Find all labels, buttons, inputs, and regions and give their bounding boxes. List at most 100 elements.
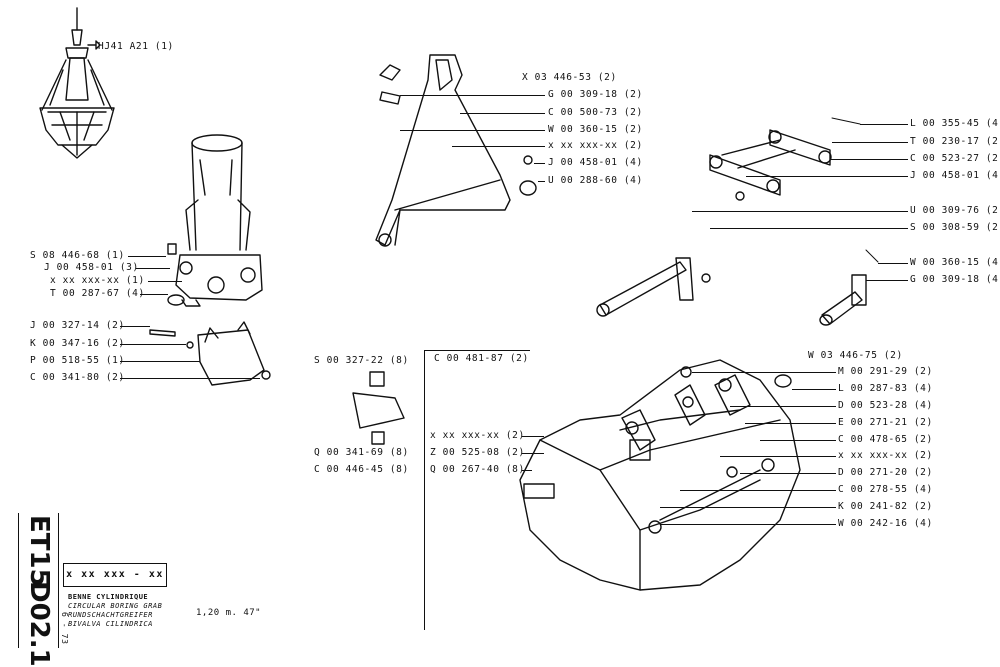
- leader-line: [792, 389, 836, 390]
- leader-line: [128, 256, 166, 257]
- label-d1: L 00 355-45 (4): [910, 118, 1000, 129]
- label-e1: S 00 327-22 (8): [314, 355, 409, 366]
- label-f5: E 00 271-21 (2): [838, 417, 933, 428]
- leader-line: [120, 326, 150, 327]
- label-f9: C 00 278-55 (4): [838, 484, 933, 495]
- triangular-arm-part: [375, 54, 537, 247]
- label-c5: x xx xxx-xx (2): [548, 140, 643, 151]
- bracket-part: [149, 321, 271, 386]
- grab-assembly-thumbnail: [39, 7, 115, 159]
- leader-line: [660, 507, 836, 508]
- label-f6: C 00 478-65 (2): [838, 434, 933, 445]
- label-f7: x xx xxx-xx (2): [838, 450, 933, 461]
- leader-line: [120, 344, 186, 345]
- label-d5: U 00 309-76 (2): [910, 205, 1000, 216]
- label-d2: T 00 230-17 (2): [910, 136, 1000, 147]
- label-e2: Q 00 341-69 (8): [314, 447, 409, 458]
- leader-line: [460, 113, 545, 114]
- label-c6: J 00 458-01 (4): [548, 157, 643, 168]
- label-d7: W 00 360-15 (4): [910, 257, 1000, 268]
- frame-horizontal-line: [424, 350, 530, 351]
- leader-line: [522, 453, 544, 454]
- leader-line: [120, 361, 200, 362]
- label-g1: x xx xxx-xx (2): [430, 430, 525, 441]
- label-a2: J 00 458-01 (3): [44, 262, 139, 273]
- label-g3: Q 00 267-40 (8): [430, 464, 525, 475]
- label-a4: T 00 287-67 (4): [50, 288, 145, 299]
- leader-line: [692, 211, 908, 212]
- tooth-part: [352, 371, 405, 445]
- label-f3: L 00 287-83 (4): [838, 383, 933, 394]
- label-c2: G 00 309-18 (2): [548, 89, 643, 100]
- leader-line: [692, 372, 836, 373]
- title-frame-line-2: [58, 513, 59, 648]
- label-d3: C 00 523-27 (2): [910, 153, 1000, 164]
- leader-line: [720, 456, 836, 457]
- leader-line: [660, 524, 836, 525]
- label-f2: M 00 291-29 (2): [838, 366, 933, 377]
- label-b2: K 00 347-16 (2): [30, 338, 125, 349]
- long-shaft-part: [596, 257, 711, 317]
- label-f10: K 00 241-82 (2): [838, 501, 933, 512]
- label-d4: J 00 458-01 (4): [910, 170, 1000, 181]
- leader-line: [830, 159, 908, 160]
- leader-line: [522, 470, 532, 471]
- leader-line: [400, 130, 545, 131]
- reference-box: x xx xxx - xx: [63, 563, 167, 587]
- label-c1: X 03 446-53 (2): [522, 72, 617, 83]
- label-b3: P 00 518-55 (1): [30, 355, 125, 366]
- leader-line: [860, 124, 908, 125]
- label-f1: W 03 446-75 (2): [808, 350, 903, 361]
- label-b1: J 00 327-14 (2): [30, 320, 125, 331]
- label-f8: D 00 271-20 (2): [838, 467, 933, 478]
- sheet-code-top: ET15: [24, 515, 54, 587]
- leader-line: [746, 176, 908, 177]
- shell-part: [519, 359, 801, 591]
- desc-de: RUNDSCHACHTGREIFER: [68, 611, 153, 619]
- desc-en: CIRCULAR BORING GRAB: [68, 602, 163, 610]
- label-d6: S 00 308-59 (2): [910, 222, 1000, 233]
- title-frame-line: [18, 513, 19, 648]
- label-c3: C 00 500-73 (2): [548, 107, 643, 118]
- small-pin-part: [819, 249, 879, 326]
- label-f0: C 00 481-87 (2): [434, 353, 529, 364]
- leader-line: [745, 423, 836, 424]
- label-hj41: HJ41 A21 (1): [98, 41, 174, 52]
- label-f11: W 00 242-16 (4): [838, 518, 933, 529]
- desc-fr: BENNE CYLINDRIQUE: [68, 593, 149, 601]
- leader-line: [534, 163, 545, 164]
- label-f4: D 00 523-28 (4): [838, 400, 933, 411]
- leader-line: [832, 142, 908, 143]
- leader-line: [148, 281, 182, 282]
- leader-line: [120, 378, 260, 379]
- label-d8: G 00 309-18 (4): [910, 274, 1000, 285]
- sheet-code-bottom: D02.1: [24, 581, 54, 667]
- leader-line: [710, 228, 908, 229]
- leader-line: [400, 95, 545, 96]
- leader-line: [522, 436, 544, 437]
- leader-line: [452, 146, 545, 147]
- leader-line: [878, 263, 908, 264]
- frame-vertical-line: [424, 350, 425, 630]
- leader-line: [730, 406, 836, 407]
- leader-line: [538, 181, 545, 182]
- label-g2: Z 00 525-08 (2): [430, 447, 525, 458]
- leader-line: [760, 440, 836, 441]
- label-b4: C 00 341-80 (2): [30, 372, 125, 383]
- leader-line: [136, 268, 170, 269]
- leader-line: [680, 490, 836, 491]
- leader-line: [866, 280, 908, 281]
- label-e3: C 00 446-45 (8): [314, 464, 409, 475]
- label-a1: S 08 446-68 (1): [30, 250, 125, 261]
- desc-it: BIVALVA CILINDRICA: [68, 620, 153, 628]
- label-c4: W 00 360-15 (2): [548, 124, 643, 135]
- label-a3: x xx xxx-xx (1): [50, 275, 145, 286]
- sheet-code-block: ET15 D02.1: [20, 515, 58, 667]
- label-c7: U 00 288-60 (4): [548, 175, 643, 186]
- link-plates-part: [709, 117, 861, 201]
- leader-line: [740, 473, 836, 474]
- grab-size: 1,20 m. 47": [196, 608, 262, 618]
- central-tube-part: [167, 134, 263, 307]
